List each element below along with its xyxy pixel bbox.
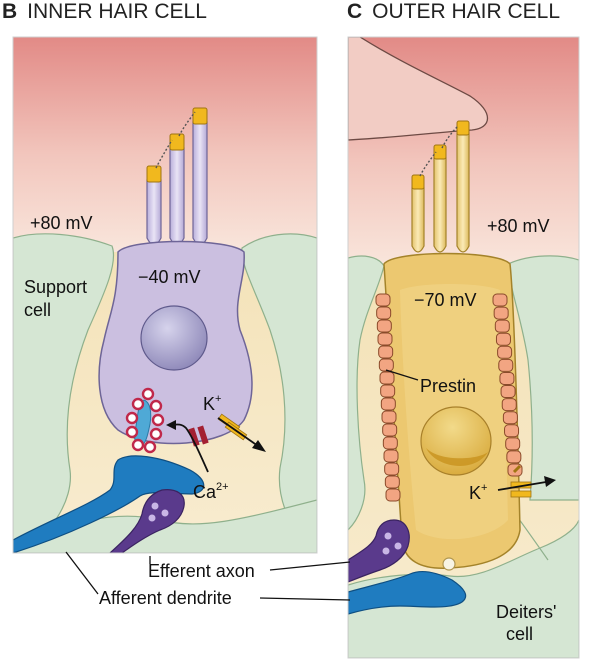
outer-hair-cell-stereocilia [411,120,470,253]
panel-b-letter: B [2,0,18,23]
afferent-dendrite-label: Afferent dendrite [99,588,232,608]
prestin-molecule [499,371,515,385]
efferent-vesicle [382,547,390,555]
panel-b-title-text: INNER HAIR CELL [27,0,207,23]
potassium-charge-b: + [215,393,221,405]
prestin-molecule [505,437,521,451]
tectorial-membrane [348,37,488,141]
prestin-molecule [501,398,517,412]
potassium-channel-c-bottom [510,490,532,498]
left-deiters-cell [348,255,385,531]
support-cell-label-line2: cell [24,300,51,320]
prestin-molecule [380,397,396,411]
afferent-dendrite-c [348,570,467,615]
deiters-cell-label-line1: Deiters' [496,602,556,622]
inner-hair-cell-nucleus [140,305,208,371]
calcium-label: Ca2+ [193,481,229,502]
efferent-vesicle [161,509,169,517]
calcium-charge: 2+ [216,481,229,493]
calcium-channel-left [188,427,200,447]
efferent-vesicle [148,514,156,522]
efferent-vesicle [384,532,392,540]
panel-b-title: B INNER HAIR CELL [2,0,207,24]
deiters-cell [348,519,579,658]
endolymph-potential-b: +80 mV [30,213,93,233]
potassium-efflux-arrow-c [497,481,547,491]
support-cell-label-line1: Support [24,277,87,297]
potassium-label-c: K+ [469,482,487,503]
prestin-molecule [378,345,394,359]
prestin-molecule [506,450,522,464]
prestin-molecule [381,410,397,424]
prestin-molecule [504,424,520,438]
prestin-leader-line [385,369,419,381]
inner-hair-cell-stereocilia [146,107,208,246]
prestin-molecule [500,385,516,399]
left-support-cell [13,233,115,553]
potassium-channel-c-gate [512,464,522,474]
calcium-symbol: Ca [193,482,217,502]
potassium-symbol-b: K [203,394,215,414]
potassium-efflux-arrow [217,417,259,447]
endolymph-potential-c: +80 mV [487,216,550,236]
efferent-axon-b [109,489,185,553]
calcium-channel-right [197,425,209,445]
prestin-molecule [495,332,511,346]
prestin-molecule [378,358,394,372]
panel-c-letter: C [347,0,363,23]
panel-b-frame [12,36,318,554]
prestin-molecule [384,475,400,489]
prestin-molecule [492,293,508,307]
deiters-cell-label-line2: cell [506,624,533,644]
prestin-molecule [502,411,518,425]
synaptic-ribbon [125,387,165,454]
efferent-axon-label: Efferent axon [148,561,255,581]
prestin-molecule [375,293,391,307]
potassium-arrow-head-c [544,476,556,487]
prestin-molecule [498,358,514,372]
prestin-molecule [383,449,399,463]
panel-c-title-text: OUTER HAIR CELL [372,0,561,23]
prestin-molecule [377,332,393,346]
inner-hair-cell-panel [13,37,317,553]
right-support-cell [241,233,317,553]
afferent-dendrite-b [13,455,205,553]
prestin-molecule [382,423,398,437]
efferent-vesicle [394,542,402,550]
prestin-molecule [494,319,510,333]
inner-hair-cell-potential: −40 mV [138,267,201,287]
panel-c-frame [347,36,580,659]
outer-hair-cell-potential: −70 mV [414,290,477,310]
prestin-molecule [493,306,509,320]
calcium-arrow-head [166,420,176,430]
outer-hair-cell-panel [348,37,579,658]
prestin-molecule [376,319,392,333]
synaptic-vesicle-c [442,557,456,571]
potassium-arrow-head-b [252,440,266,452]
nucleus-shading [426,448,488,466]
endolymph-region [13,37,317,252]
potassium-charge-c: + [481,482,487,494]
calcium-influx-arrow [171,423,209,473]
efferent-axon-c [348,519,410,583]
prestin-molecule [380,384,396,398]
prestin-molecule [382,436,398,450]
right-support-cell-c [507,255,579,501]
efferent-axon-leader-c [269,561,351,571]
prestin-molecule [385,488,401,502]
prestin-label: Prestin [420,376,476,396]
afferent-dendrite-leader-c [259,597,351,601]
prestin-molecule [376,306,392,320]
potassium-label-b: K+ [203,393,221,414]
afferent-dendrite-leader-b [65,551,99,595]
potassium-symbol-c: K [469,483,481,503]
prestin-molecule [497,345,513,359]
prestin-molecule [379,371,395,385]
efferent-vesicle [151,502,159,510]
panel-c-title: C OUTER HAIR CELL [347,0,560,24]
prestin-left-wall [375,293,401,502]
prestin-molecule [384,462,400,476]
